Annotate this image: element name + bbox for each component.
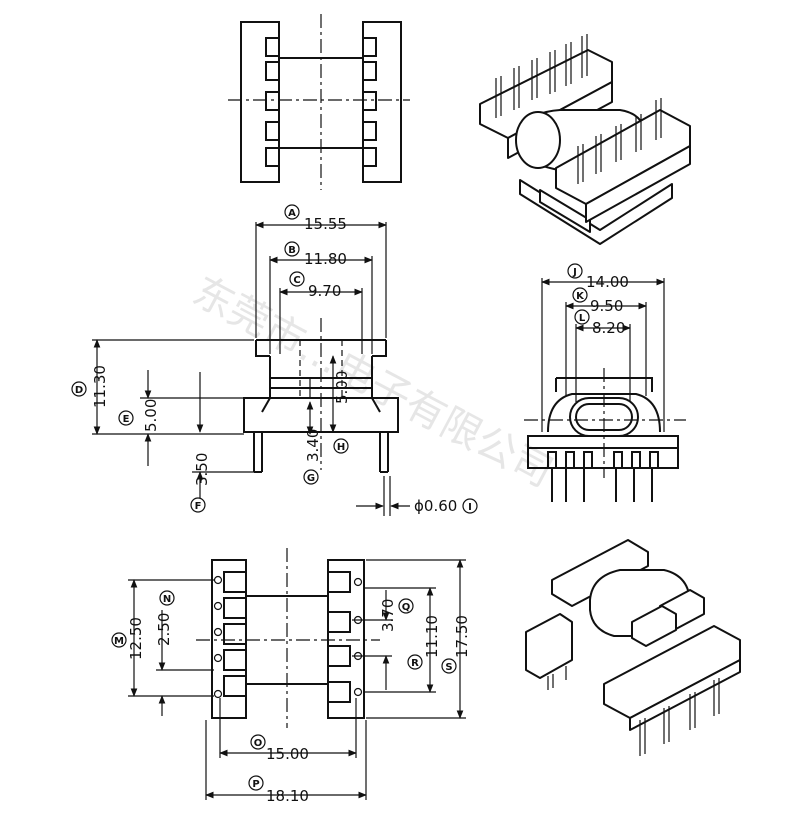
dim-B-value: 11.80: [304, 250, 347, 268]
dim-F: F 3.50: [190, 372, 254, 513]
isometric-view-bottom: [525, 539, 741, 756]
dim-Q: Q 3.70: [352, 590, 414, 690]
dim-D: D 11.30: [71, 339, 254, 435]
isometric-view-top: [479, 34, 691, 245]
dim-L-value: 8.20: [592, 319, 625, 337]
dim-C-value: 9.70: [308, 282, 341, 300]
dim-R-letter: R: [411, 658, 419, 669]
dim-L: L 8.20: [574, 309, 631, 402]
dim-C-letter: C: [293, 275, 300, 286]
top-view: [228, 14, 410, 190]
dim-P: P 18.10: [205, 720, 367, 805]
dim-N-letter: N: [163, 594, 171, 605]
dim-M-letter: M: [114, 636, 124, 647]
dim-H-value: 5.00: [333, 371, 351, 404]
dim-N: N 2.50: [155, 590, 214, 716]
dim-B: B 11.80: [269, 241, 373, 354]
dim-I: ϕ0.60 I: [356, 497, 478, 515]
dim-B-letter: B: [288, 245, 296, 256]
dim-R: R 11.10: [364, 587, 441, 693]
dim-E-value: 5.00: [142, 399, 160, 432]
side-view: [524, 368, 686, 502]
dim-A: A 15.55: [255, 204, 387, 338]
dim-P-letter: P: [252, 779, 259, 790]
dim-D-letter: D: [75, 385, 83, 396]
dim-G-value: 3.40: [304, 429, 322, 462]
dim-O-letter: O: [254, 738, 263, 749]
dim-A-letter: A: [288, 208, 296, 219]
dim-K-letter: K: [576, 291, 585, 302]
front-view: [243, 318, 399, 516]
dim-M-value: 12.50: [127, 617, 145, 660]
dim-E: E 5.00: [118, 370, 244, 466]
dim-J: J 14.00: [541, 263, 665, 432]
dim-G-letter: G: [307, 473, 315, 484]
dim-O-value: 15.00: [266, 745, 309, 763]
bottom-view: [196, 548, 380, 728]
dim-C: C 9.70: [279, 271, 363, 354]
dim-Q-value: 3.70: [379, 599, 397, 632]
dim-L-letter: L: [579, 313, 586, 324]
dim-O: O 15.00: [219, 698, 357, 763]
dim-J-letter: J: [572, 267, 577, 278]
dim-P-value: 18.10: [266, 787, 309, 805]
dim-H-letter: H: [337, 442, 345, 453]
dim-N-value: 2.50: [155, 613, 173, 646]
dim-F-value: 3.50: [193, 453, 211, 486]
dim-H: H 5.00: [329, 355, 351, 454]
dim-S-value: 17.50: [453, 615, 471, 658]
dim-Q-letter: Q: [402, 602, 411, 613]
dim-S: S 17.50: [366, 559, 471, 719]
dim-S-letter: S: [445, 662, 452, 673]
dim-R-value: 11.10: [423, 615, 441, 658]
dim-D-value: 11.30: [91, 365, 109, 408]
dim-M: M 12.50: [111, 579, 214, 697]
dim-K: K 9.50: [565, 287, 647, 396]
dim-I-letter: I: [468, 502, 472, 513]
dim-F-letter: F: [195, 501, 202, 512]
dim-J-value: 14.00: [586, 273, 629, 291]
dim-G: G 3.40: [303, 378, 322, 485]
dim-K-value: 9.50: [590, 297, 623, 315]
dim-A-value: 15.55: [304, 215, 347, 233]
dim-E-letter: E: [123, 414, 130, 425]
dim-I-value: ϕ0.60: [414, 497, 457, 515]
